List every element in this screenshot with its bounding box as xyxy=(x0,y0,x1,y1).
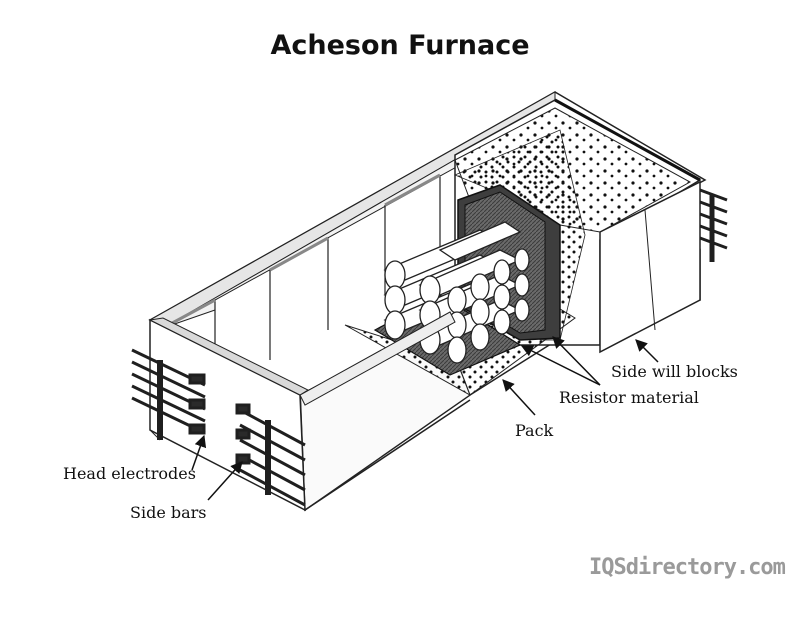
head-electrodes xyxy=(131,348,206,440)
side-bars xyxy=(235,403,306,507)
label-resistor-material: Resistor material xyxy=(559,388,699,407)
front-wall xyxy=(299,311,471,511)
watermark-logo: IQSdirectory.com xyxy=(589,555,786,580)
label-side-wall-blocks: Side will blocks xyxy=(611,362,738,381)
label-pack: Pack xyxy=(515,421,554,440)
rod-stack xyxy=(383,221,530,364)
leader-arrows xyxy=(191,336,659,501)
label-head-electrodes: Head electrodes xyxy=(63,464,196,483)
diagram-title: Acheson Furnace xyxy=(270,30,530,61)
label-side-bars: Side bars xyxy=(130,503,207,522)
far-electrodes xyxy=(699,188,728,262)
